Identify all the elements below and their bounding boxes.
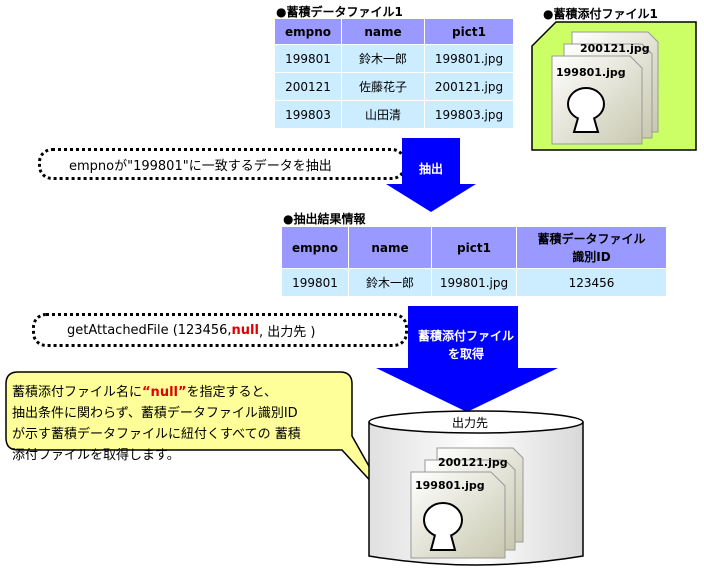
file-name: 199801.jpg (415, 479, 485, 492)
extract-arrow-label: 抽出 (418, 162, 443, 176)
column-header: pict1 (431, 226, 517, 269)
callout-line: 抽出条件に関わらず、蓄積データファイル識別ID (12, 406, 298, 421)
attach-folder-caption: ●蓄積添付ファイル1 (543, 7, 658, 21)
table-cell: 199801.jpg (424, 44, 514, 73)
callout-line: 添付ファイルを取得します。 (12, 448, 180, 463)
api-call-box: getAttachedFile (123456, null , 出力先 ) (32, 313, 408, 347)
column-header: name (341, 18, 425, 45)
api-call-null: null (231, 322, 259, 338)
table-row: 199801 鈴木一郎 199801.jpg (274, 44, 514, 73)
callout-line: が示す蓄積データファイルに紐付くすべての 蓄積 (12, 427, 301, 442)
output-label: 出力先 (452, 416, 489, 430)
table-cell: 199803 (274, 100, 342, 129)
result-data-table: empno name pict1 蓄積データファイル 識別ID 199801 鈴… (281, 226, 667, 297)
table-cell: 山田清 (341, 100, 425, 129)
column-header: 蓄積データファイル 識別ID (516, 226, 667, 269)
column-header: empno (281, 226, 349, 269)
file-name: 200121.jpg (438, 456, 508, 469)
table-row: 199803 山田清 199803.jpg (274, 100, 514, 129)
callout-line: 蓄積添付ファイル名に (12, 385, 143, 400)
get-attach-arrow-icon (376, 306, 558, 412)
column-header: name (348, 226, 432, 269)
column-header: empno (274, 18, 342, 45)
store-data-table: empno name pict1 199801 鈴木一郎 199801.jpg … (274, 18, 514, 129)
store-table-caption: ●蓄積データファイル1 (276, 5, 403, 19)
table-cell: 200121.jpg (424, 72, 514, 101)
table-cell: 鈴木一郎 (348, 268, 432, 297)
table-row: 199801 鈴木一郎 199801.jpg 123456 (281, 268, 667, 297)
api-call-prefix: getAttachedFile (123456, (67, 322, 232, 338)
table-row: 200121 佐藤花子 200121.jpg (274, 72, 514, 101)
callout-line: を指定すると、 (186, 385, 278, 400)
file-name: 199801.jpg (556, 66, 626, 79)
table-cell: 佐藤花子 (341, 72, 425, 101)
callout-null: “null” (142, 385, 187, 400)
table-cell: 鈴木一郎 (341, 44, 425, 73)
file-name: 200121.jpg (580, 42, 650, 55)
table-cell: 199801 (281, 268, 349, 297)
extract-condition-box: empnoが"199801"に一致するデータを抽出 (38, 148, 406, 180)
attach-folder-icon (531, 21, 697, 151)
result-table-caption: ●抽出結果情報 (283, 212, 366, 226)
table-cell: 200121 (274, 72, 342, 101)
callout-text: 蓄積添付ファイル名に“null”を指定すると、 抽出条件に関わらず、蓄積データフ… (12, 382, 301, 466)
table-cell: 123456 (516, 268, 667, 297)
extract-arrow-icon (386, 138, 476, 212)
get-attach-arrow-label: 蓄積添付ファイル を取得 (417, 329, 514, 361)
table-cell: 199803.jpg (424, 100, 514, 129)
column-header: pict1 (424, 18, 514, 45)
callout-bubble (5, 371, 389, 501)
output-storage-icon (368, 410, 584, 566)
api-call-suffix: , 出力先 ) (258, 324, 316, 340)
table-cell: 199801 (274, 44, 342, 73)
table-cell: 199801.jpg (431, 268, 517, 297)
